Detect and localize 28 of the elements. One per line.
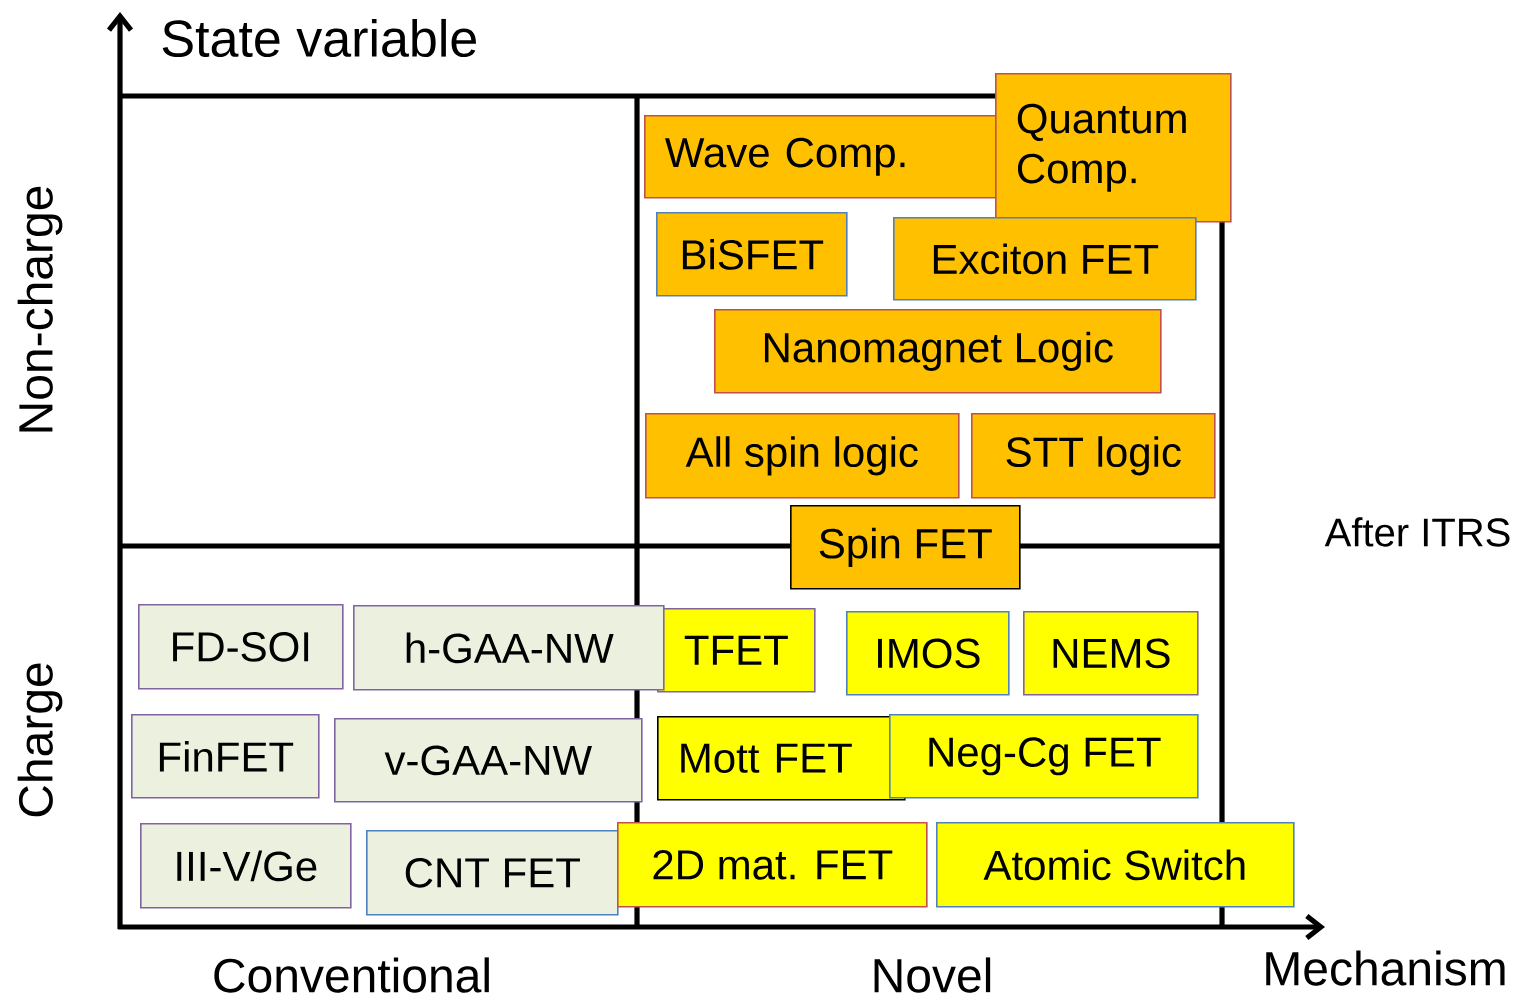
technology-box: Wave Comp. xyxy=(644,115,1002,199)
technology-box: III-V/Ge xyxy=(140,823,352,909)
axis-label: Non-charge xyxy=(17,186,63,432)
axis-title: State variable xyxy=(162,18,476,58)
axis-label: Mechanism xyxy=(1266,950,1505,986)
technology-box: All spin logic xyxy=(645,413,960,499)
technology-box: Nanomagnet Logic xyxy=(714,309,1162,394)
technology-box: TFET xyxy=(657,608,816,693)
axis-label: Conventional xyxy=(214,957,489,993)
axis-label: Charge xyxy=(17,663,63,817)
technology-box: Mott FET xyxy=(657,716,906,801)
technology-box: STT logic xyxy=(971,413,1216,499)
technology-box: Spin FET xyxy=(790,505,1021,590)
technology-box: Exciton FET xyxy=(893,217,1197,301)
technology-box: 2D mat. FET xyxy=(617,822,928,908)
technology-box: FD-SOI xyxy=(138,604,344,690)
technology-box: h-GAA-NW xyxy=(353,605,665,691)
technology-box: BiSFET xyxy=(656,212,848,297)
technology-box: CNT FET xyxy=(366,830,619,916)
technology-box: Quantum Comp. xyxy=(995,73,1232,223)
technology-box: FinFET xyxy=(131,714,320,799)
technology-box: NEMS xyxy=(1023,611,1199,696)
axis-label: Novel xyxy=(874,957,991,993)
note-text: After ITRS xyxy=(1324,517,1510,547)
technology-box: Atomic Switch xyxy=(936,822,1295,908)
technology-box: Neg-Cg FET xyxy=(889,714,1199,799)
technology-box: IMOS xyxy=(846,611,1010,696)
technology-box: v-GAA-NW xyxy=(334,718,643,803)
